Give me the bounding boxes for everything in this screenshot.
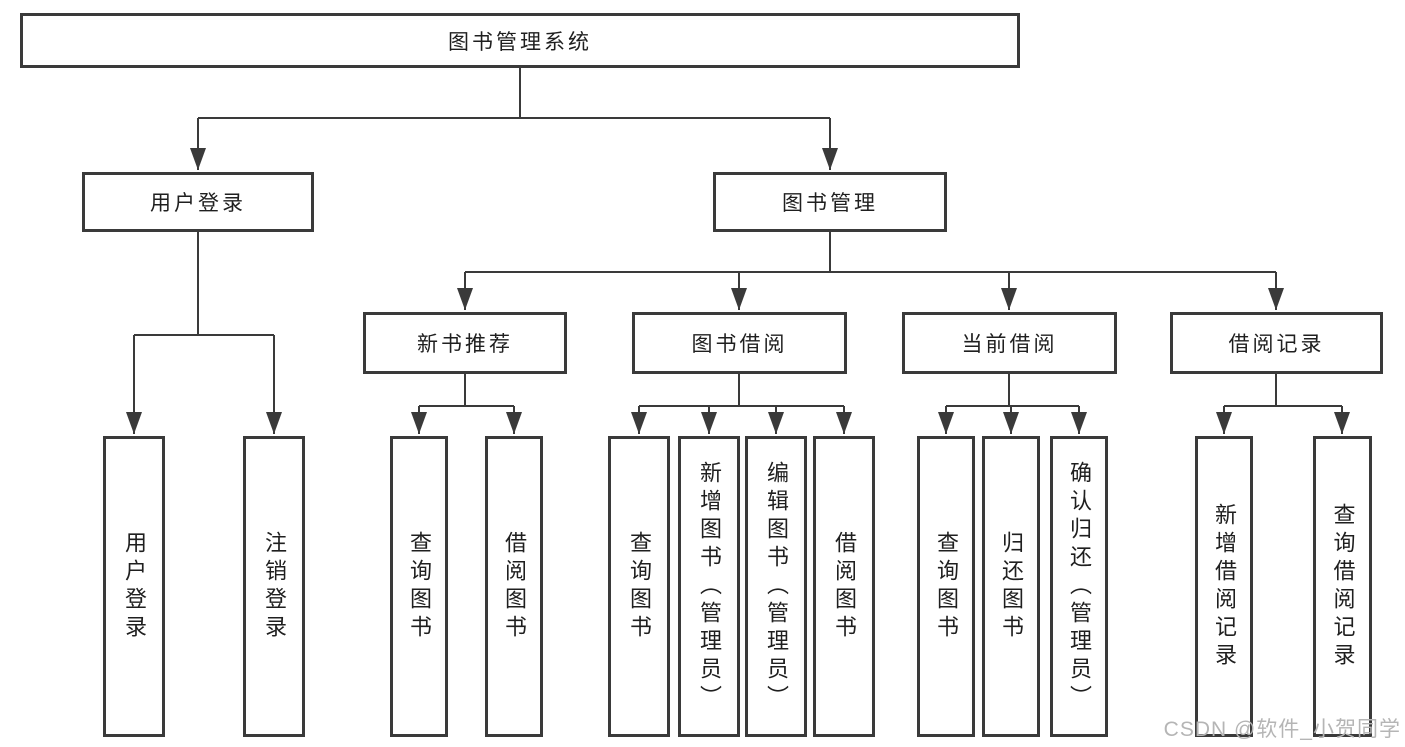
leaf-borrow-edit-books-admin-label: 编辑图书（管理员） (764, 460, 789, 713)
leaf-current-return-books: 归还图书 (982, 436, 1040, 737)
leaf-current-query-books-label: 查询图书 (934, 530, 959, 643)
node-new-book-recommend-label: 新书推荐 (417, 333, 513, 356)
leaf-user-login-label: 用户登录 (122, 530, 147, 643)
leaf-recommend-query-books: 查询图书 (390, 436, 448, 737)
node-book-management: 图书管理 (713, 172, 947, 232)
leaf-current-confirm-return-admin-label: 确认归还（管理员） (1067, 460, 1092, 713)
node-borrow-records-label: 借阅记录 (1228, 333, 1325, 356)
node-book-management-label: 图书管理 (782, 192, 878, 215)
leaf-records-query-record-label: 查询借阅记录 (1330, 502, 1356, 671)
leaf-logout: 注销登录 (243, 436, 305, 737)
leaf-current-confirm-return-admin: 确认归还（管理员） (1050, 436, 1108, 737)
leaf-recommend-borrow-books: 借阅图书 (485, 436, 543, 737)
node-user-login: 用户登录 (82, 172, 314, 232)
leaf-borrow-query-books: 查询图书 (608, 436, 670, 737)
leaf-borrow-add-books-admin: 新增图书（管理员） (678, 436, 740, 737)
node-current-borrow-label: 当前借阅 (961, 333, 1058, 356)
leaf-borrow-query-books-label: 查询图书 (627, 530, 652, 643)
node-user-login-label: 用户登录 (150, 192, 246, 215)
leaf-recommend-borrow-books-label: 借阅图书 (502, 530, 527, 643)
leaf-current-return-books-label: 归还图书 (999, 530, 1024, 643)
leaf-current-query-books: 查询图书 (917, 436, 975, 737)
leaf-recommend-query-books-label: 查询图书 (407, 530, 432, 643)
leaf-records-query-record: 查询借阅记录 (1313, 436, 1372, 737)
leaf-user-login: 用户登录 (103, 436, 165, 737)
leaf-records-add-record-label: 新增借阅记录 (1212, 502, 1237, 671)
leaf-records-add-record: 新增借阅记录 (1195, 436, 1253, 737)
leaf-borrow-borrow-books-label: 借阅图书 (832, 530, 857, 643)
node-root-label: 图书管理系统 (448, 30, 592, 54)
node-book-borrow-label: 图书借阅 (691, 333, 788, 356)
csdn-watermark: CSDN @软件_小贺同学 (1163, 718, 1401, 741)
node-root-system: 图书管理系统 (20, 13, 1020, 68)
node-current-borrow: 当前借阅 (902, 312, 1117, 374)
node-book-borrow: 图书借阅 (632, 312, 847, 374)
leaf-borrow-borrow-books: 借阅图书 (813, 436, 875, 737)
leaf-borrow-edit-books-admin: 编辑图书（管理员） (745, 436, 807, 737)
leaf-logout-label: 注销登录 (262, 530, 287, 643)
node-borrow-records: 借阅记录 (1170, 312, 1383, 374)
node-new-book-recommend: 新书推荐 (363, 312, 567, 374)
leaf-borrow-add-books-admin-label: 新增图书（管理员） (697, 460, 722, 713)
